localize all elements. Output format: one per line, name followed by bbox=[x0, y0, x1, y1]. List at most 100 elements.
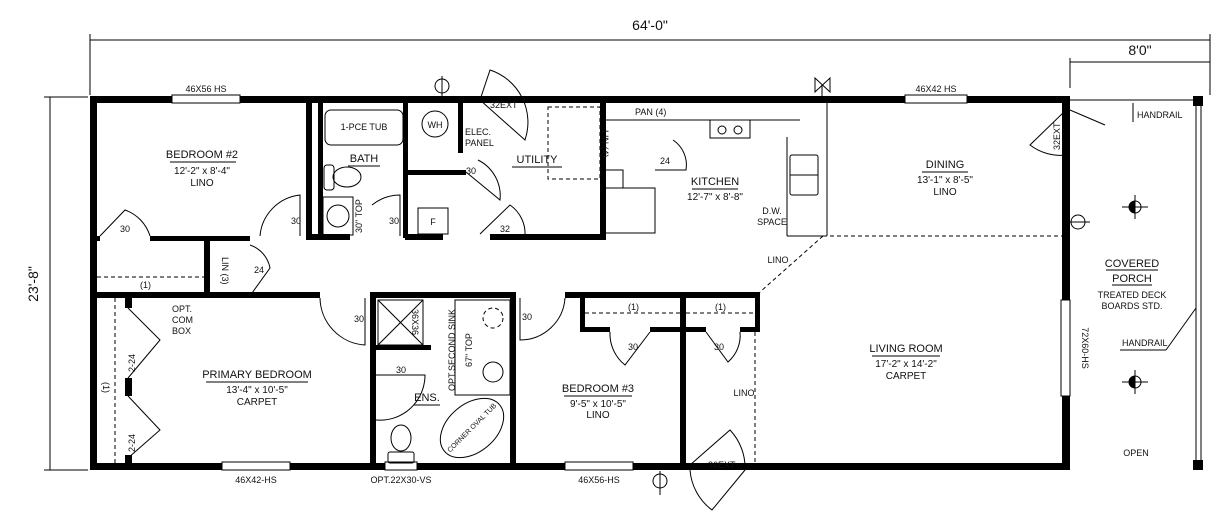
kitchen-sink bbox=[789, 154, 819, 196]
svg-text:TREATED DECK: TREATED DECK bbox=[1098, 290, 1167, 300]
svg-text:OPEN: OPEN bbox=[1123, 448, 1149, 458]
toilet-bath bbox=[323, 164, 362, 191]
svg-text:1-PCE TUB: 1-PCE TUB bbox=[341, 122, 388, 132]
door-kitchen-pantry[interactable]: 24 bbox=[655, 139, 687, 171]
svg-text:SPACE: SPACE bbox=[757, 217, 787, 227]
svg-text:30: 30 bbox=[714, 342, 724, 352]
door-hall-closet[interactable]: 30 bbox=[705, 331, 741, 363]
svg-text:30: 30 bbox=[628, 342, 638, 352]
svg-text:30: 30 bbox=[466, 166, 476, 176]
svg-text:BATH: BATH bbox=[350, 153, 379, 165]
svg-text:32EXT: 32EXT bbox=[490, 100, 518, 110]
svg-text:9'-5" x 10'-5": 9'-5" x 10'-5" bbox=[570, 399, 626, 410]
svg-text:30: 30 bbox=[354, 314, 364, 324]
svg-text:13'-4" x 10'-5": 13'-4" x 10'-5" bbox=[226, 385, 288, 396]
com-box-label: OPT. COM BOX bbox=[172, 304, 193, 336]
svg-text:COVERED: COVERED bbox=[1105, 258, 1159, 270]
svg-text:30: 30 bbox=[291, 216, 301, 226]
svg-text:DINING: DINING bbox=[926, 159, 965, 171]
svg-text:36EXT: 36EXT bbox=[708, 460, 736, 470]
svg-text:KITCHEN: KITCHEN bbox=[691, 176, 739, 188]
porch-depth-label: 8'0" bbox=[1128, 42, 1151, 58]
svg-text:CARPET: CARPET bbox=[886, 371, 927, 382]
svg-text:72X60-HS: 72X60-HS bbox=[1080, 327, 1090, 369]
svg-text:BEDROOM #3: BEDROOM #3 bbox=[562, 383, 634, 395]
svg-text:LIN (4): LIN (4) bbox=[600, 130, 610, 158]
svg-text:(1): (1) bbox=[715, 302, 726, 312]
svg-text:OPT.: OPT. bbox=[172, 304, 192, 314]
hall-lino-labels: LINO LINO bbox=[733, 255, 788, 398]
svg-text:30: 30 bbox=[522, 312, 532, 322]
door-primary-closet[interactable]: 2-24 2-24 bbox=[127, 307, 161, 459]
door-primary[interactable]: 30 bbox=[319, 297, 366, 346]
window-living: 72X60-HS bbox=[1060, 299, 1090, 397]
interior-walls bbox=[97, 103, 760, 470]
room-dining: DINING 13'-1" x 8'-5" LINO bbox=[917, 159, 973, 198]
window-ensuite: OPT.22X30-VS bbox=[370, 461, 432, 485]
svg-text:(1): (1) bbox=[628, 302, 639, 312]
electrical-panel-label: ELEC. PANEL bbox=[465, 127, 494, 148]
svg-text:32: 32 bbox=[500, 224, 510, 234]
window-primary: 46X42-HS bbox=[221, 461, 291, 485]
window-bed2: 46X56 HS bbox=[171, 84, 241, 104]
door-utility[interactable]: 32 bbox=[479, 204, 526, 237]
room-ensuite: ENS. bbox=[414, 392, 440, 406]
door-ensuite[interactable]: 30 bbox=[375, 365, 426, 421]
room-covered-porch: COVERED PORCH TREATED DECK BOARDS STD. O… bbox=[1098, 258, 1167, 458]
svg-text:LINO: LINO bbox=[933, 187, 957, 198]
furnace: F bbox=[417, 207, 449, 235]
porch-depth-dimension: 8'0" bbox=[1069, 42, 1210, 88]
svg-text:12'-7" x 8'-8": 12'-7" x 8'-8" bbox=[687, 192, 743, 203]
svg-text:(1): (1) bbox=[101, 382, 111, 393]
svg-text:24: 24 bbox=[660, 156, 670, 166]
room-bath: BATH bbox=[348, 153, 380, 167]
shower: 36X36 bbox=[377, 299, 424, 346]
svg-text:LINO: LINO bbox=[733, 388, 754, 398]
door-utility-closet[interactable]: 30 bbox=[465, 159, 501, 201]
svg-text:BOX: BOX bbox=[172, 326, 191, 336]
svg-text:PAN (4): PAN (4) bbox=[635, 107, 666, 117]
door-linen[interactable]: 24 bbox=[249, 244, 271, 294]
overall-width-dimension: 64'-0" bbox=[89, 17, 1211, 95]
door-bath[interactable]: 30 bbox=[371, 194, 401, 236]
svg-text:67" TOP: 67" TOP bbox=[464, 333, 474, 367]
door-bedroom3[interactable]: 30 bbox=[519, 297, 566, 341]
svg-text:LINO: LINO bbox=[586, 410, 610, 421]
svg-text:30" TOP: 30" TOP bbox=[354, 199, 364, 233]
door-bed2[interactable]: 30 bbox=[259, 194, 301, 237]
room-primary-bedroom: PRIMARY BEDROOM 13'-4" x 10'-5" CARPET bbox=[202, 369, 312, 408]
svg-text:WH: WH bbox=[428, 120, 443, 130]
svg-text:36X36: 36X36 bbox=[410, 309, 420, 335]
svg-text:46X56-HS: 46X56-HS bbox=[578, 475, 620, 485]
svg-text:PRIMARY BEDROOM: PRIMARY BEDROOM bbox=[202, 369, 312, 381]
svg-text:24: 24 bbox=[254, 265, 264, 275]
svg-text:LINO: LINO bbox=[767, 255, 788, 265]
hose-bib-icon bbox=[814, 76, 831, 100]
corner-oval-tub: CORNER OVAL TUB bbox=[439, 397, 505, 459]
svg-text:LIN (3): LIN (3) bbox=[220, 257, 230, 285]
svg-text:COM: COM bbox=[172, 315, 193, 325]
svg-text:46X42 HS: 46X42 HS bbox=[915, 84, 956, 94]
svg-text:2-24: 2-24 bbox=[127, 434, 137, 452]
svg-text:HANDRAIL: HANDRAIL bbox=[1137, 110, 1183, 120]
door-bed3-closet[interactable]: 30 bbox=[609, 331, 651, 366]
door-porch-exterior[interactable]: 32EXT bbox=[1029, 108, 1106, 156]
window-bed3: 46X56-HS bbox=[564, 461, 634, 485]
floor-dividers bbox=[97, 99, 1200, 463]
range bbox=[709, 119, 751, 139]
svg-text:HANDRAIL: HANDRAIL bbox=[1122, 338, 1168, 348]
kitchen-pantry-labels: PAN (4) LIN (4) bbox=[600, 107, 666, 158]
door-bed2-closet[interactable]: 30 bbox=[99, 209, 151, 237]
porch-light-icons bbox=[1122, 195, 1148, 394]
svg-text:13'-1" x 8'-5": 13'-1" x 8'-5" bbox=[917, 175, 973, 186]
door-front-exterior[interactable]: 36EXT bbox=[689, 429, 746, 511]
svg-text:ELEC.: ELEC. bbox=[465, 127, 491, 137]
svg-text:32EXT: 32EXT bbox=[1052, 122, 1062, 150]
svg-text:PANEL: PANEL bbox=[465, 138, 494, 148]
svg-text:2-24: 2-24 bbox=[127, 354, 137, 372]
exterior-light-icons bbox=[434, 76, 1090, 495]
refrigerator bbox=[604, 169, 656, 234]
overall-depth-dimension: 23'-8" bbox=[25, 96, 88, 471]
door-utility-exterior[interactable]: 32EXT bbox=[479, 69, 529, 141]
svg-text:D.W.: D.W. bbox=[762, 206, 782, 216]
